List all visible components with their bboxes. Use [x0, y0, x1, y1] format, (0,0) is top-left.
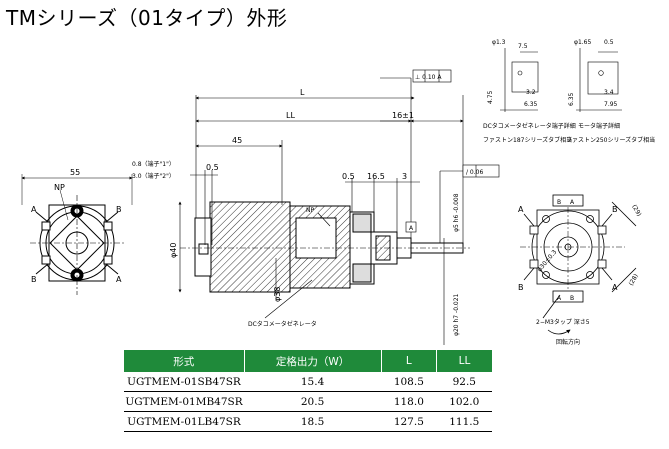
col-header-LL: LL — [436, 350, 492, 372]
cell-LL: 111.5 — [436, 411, 492, 432]
det1-75: 7.5 — [518, 43, 528, 50]
det2-phi165: φ1.65 — [574, 39, 592, 46]
cell-L: 108.5 — [381, 372, 437, 392]
label-A-tl: A — [31, 205, 37, 214]
dim-L: L — [300, 88, 305, 97]
r-label-A-top: A — [570, 199, 575, 206]
cell-output: 18.5 — [244, 411, 382, 432]
det1-635: 6.35 — [524, 101, 538, 108]
label-A-br: A — [116, 275, 122, 284]
datum-A: A — [409, 225, 414, 232]
dim-55: 55 — [70, 168, 80, 177]
det1-phi13: φ1.3 — [492, 39, 506, 46]
tol-runout: / 0.06 — [466, 169, 483, 176]
dim-16: 16±1 — [392, 111, 414, 120]
dim-30: 3.0（端子"2"） — [132, 172, 175, 180]
cell-model: UGTMEM-01LB47SR — [124, 411, 244, 432]
table-row: UGTMEM-01MB47SR 20.5 118.0 102.0 — [124, 391, 492, 412]
col-header-output: 定格出力（W） — [243, 350, 382, 372]
det1-32: 3.2 — [526, 89, 536, 96]
cell-L: 118.0 — [381, 391, 437, 412]
np-label-side: NP — [306, 207, 314, 214]
dim-phi40: φ40 — [169, 243, 178, 258]
dim-165: 16.5 — [367, 172, 385, 181]
det2-title: モータ端子詳細 — [578, 122, 620, 130]
r-label-A-br: A — [612, 283, 618, 292]
dim-phi20: φ20 h7 -0.021 — [453, 293, 460, 336]
r-label-A-bot: A — [557, 295, 562, 302]
dim-phi5: φ5 h6 -0.008 — [453, 193, 460, 232]
label-B-tr: B — [116, 205, 122, 214]
cell-model: UGTMEM-01SB47SR — [124, 372, 244, 392]
side-view-lines — [178, 69, 500, 345]
det2-sub: ファストン250シリーズタブ相当 — [566, 136, 655, 144]
det1-475: 4.75 — [487, 90, 494, 104]
det2-795: 7.95 — [604, 101, 618, 108]
rotation-label: 回転方向 — [556, 338, 580, 346]
cell-output: 20.5 — [244, 391, 382, 412]
terminal-detail-1 — [500, 48, 539, 112]
r-label-B-bl: B — [518, 283, 524, 292]
cell-L: 127.5 — [381, 411, 437, 432]
page-title: TMシリーズ（01タイプ）外形 — [6, 6, 288, 30]
r-label-B-tr: B — [612, 205, 618, 214]
cell-model: UGTMEM-01MB47SR — [124, 391, 244, 412]
tol-perpendicular: ⊥ 0.10 A — [415, 74, 442, 81]
det1-title: DCタコメータゼネレータ端子詳細 — [483, 122, 576, 130]
cell-LL: 102.0 — [436, 391, 492, 412]
dim-05-left: 0.5 — [206, 163, 219, 172]
det2-05: 0.5 — [604, 39, 614, 46]
dim-08: 0.8（端子"1"） — [132, 160, 175, 168]
col-header-model: 形式 — [124, 350, 244, 372]
table-row: UGTMEM-01SB47SR 15.4 108.5 92.5 — [124, 372, 492, 392]
det2-635: 6.35 — [568, 92, 575, 106]
dim-phi38: φ38 — [273, 287, 282, 302]
side-view — [194, 201, 464, 293]
dim-05-right: 0.5 — [342, 172, 355, 181]
terminal-detail-2 — [576, 48, 622, 112]
front-view-left — [21, 174, 133, 295]
cell-output: 15.4 — [244, 372, 382, 392]
cell-LL: 92.5 — [436, 372, 492, 392]
col-header-L: L — [380, 350, 437, 372]
r-label-B-top: B — [557, 199, 561, 206]
table-row: UGTMEM-01LB47SR 18.5 127.5 111.5 — [124, 411, 492, 432]
dim-45: 45 — [232, 136, 242, 145]
dim-3: 3 — [402, 172, 407, 181]
dim-LL: LL — [286, 111, 295, 120]
table-header-row: 形式 定格出力（W） L LL — [124, 350, 492, 372]
det2-34: 3.4 — [604, 89, 614, 96]
m3-tap: 2−M3タップ 深さ5 — [536, 318, 590, 326]
det1-sub: ファストン187シリーズタブ相当 — [483, 136, 572, 144]
r-label-B-bot: B — [570, 295, 574, 302]
np-label-left: NP — [54, 183, 65, 192]
dim-29: (29) — [630, 204, 642, 218]
front-view-right — [520, 194, 637, 335]
spec-table: 形式 定格出力（W） L LL UGTMEM-01SB47SR 15.4 108… — [124, 350, 492, 432]
generator-label: DCタコメータゼネレータ — [248, 320, 317, 328]
r-label-A-tl: A — [518, 205, 524, 214]
label-B-bl: B — [31, 275, 37, 284]
